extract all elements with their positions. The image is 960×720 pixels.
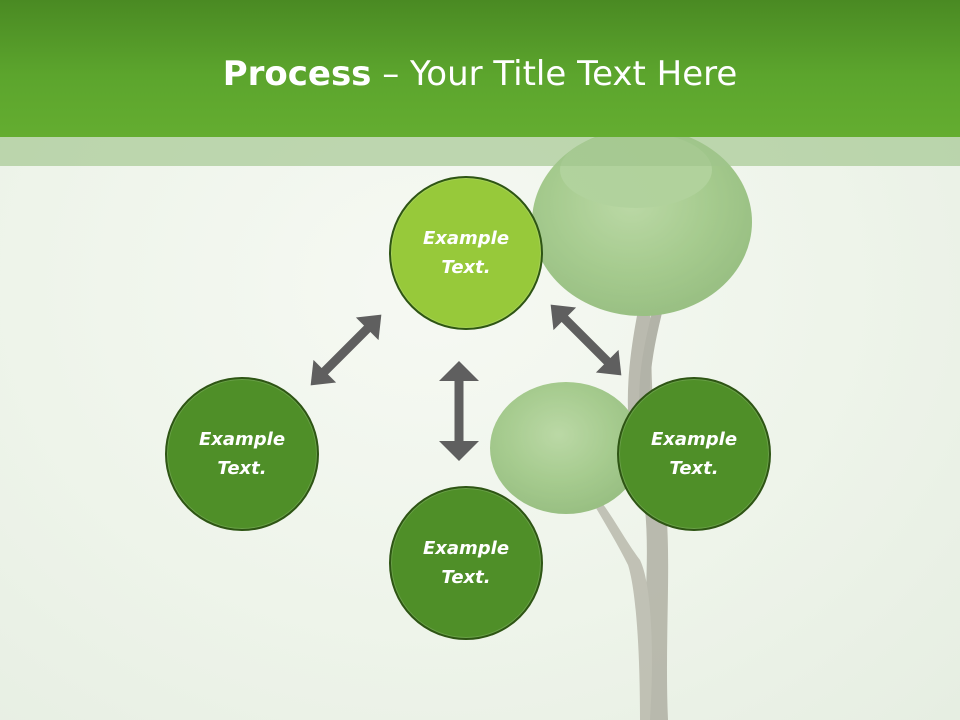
- node-right: Example Text.: [617, 377, 771, 531]
- node-left-label: Example Text.: [198, 429, 286, 479]
- node-left: Example Text.: [165, 377, 319, 531]
- title-bold: Process: [222, 54, 372, 94]
- node-top: Example Text.: [389, 176, 543, 330]
- node-bottom-label: Example Text.: [422, 538, 510, 588]
- node-right-label: Example Text.: [650, 429, 738, 479]
- title-rest: – Your Title Text Here: [371, 54, 738, 94]
- header-bar: [0, 0, 960, 137]
- node-top-label: Example Text.: [422, 228, 510, 278]
- node-bottom: Example Text.: [389, 486, 543, 640]
- slide-title: Process – Your Title Text Here: [0, 52, 960, 96]
- header-band: [0, 137, 960, 166]
